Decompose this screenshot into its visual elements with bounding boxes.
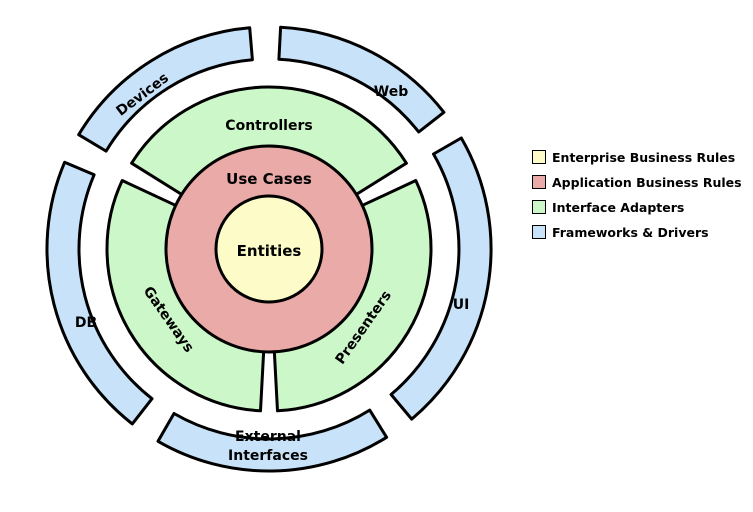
legend-item: Interface Adapters — [532, 197, 742, 217]
external-interfaces-label-line2: Interfaces — [228, 448, 308, 464]
legend-label: Application Business Rules — [552, 174, 742, 190]
db-label: DB — [75, 315, 97, 331]
web-segment — [277, 25, 446, 134]
legend-label: Interface Adapters — [552, 199, 685, 215]
legend-label: Enterprise Business Rules — [552, 149, 736, 165]
legend-swatch — [532, 200, 546, 214]
external-interfaces-label-line1: External — [235, 429, 301, 445]
legend-label: Frameworks & Drivers — [552, 224, 709, 240]
legend-swatch — [532, 225, 546, 239]
web-label: Web — [374, 84, 408, 100]
ui-segment — [389, 136, 493, 421]
devices-segment — [77, 26, 254, 153]
entities-circle — [214, 194, 324, 304]
legend-swatch — [532, 150, 546, 164]
entities-label: Entities — [237, 242, 302, 260]
legend-swatch — [532, 175, 546, 189]
legend-item: Enterprise Business Rules — [532, 147, 742, 167]
legend-item: Frameworks & Drivers — [532, 222, 742, 242]
ui-label: UI — [453, 297, 470, 313]
controllers-label: Controllers — [225, 118, 312, 134]
external-interfaces-segment — [156, 408, 389, 473]
use-cases-label: Use Cases — [226, 170, 312, 188]
db-segment — [45, 160, 154, 426]
legend-item: Application Business Rules — [532, 172, 742, 192]
